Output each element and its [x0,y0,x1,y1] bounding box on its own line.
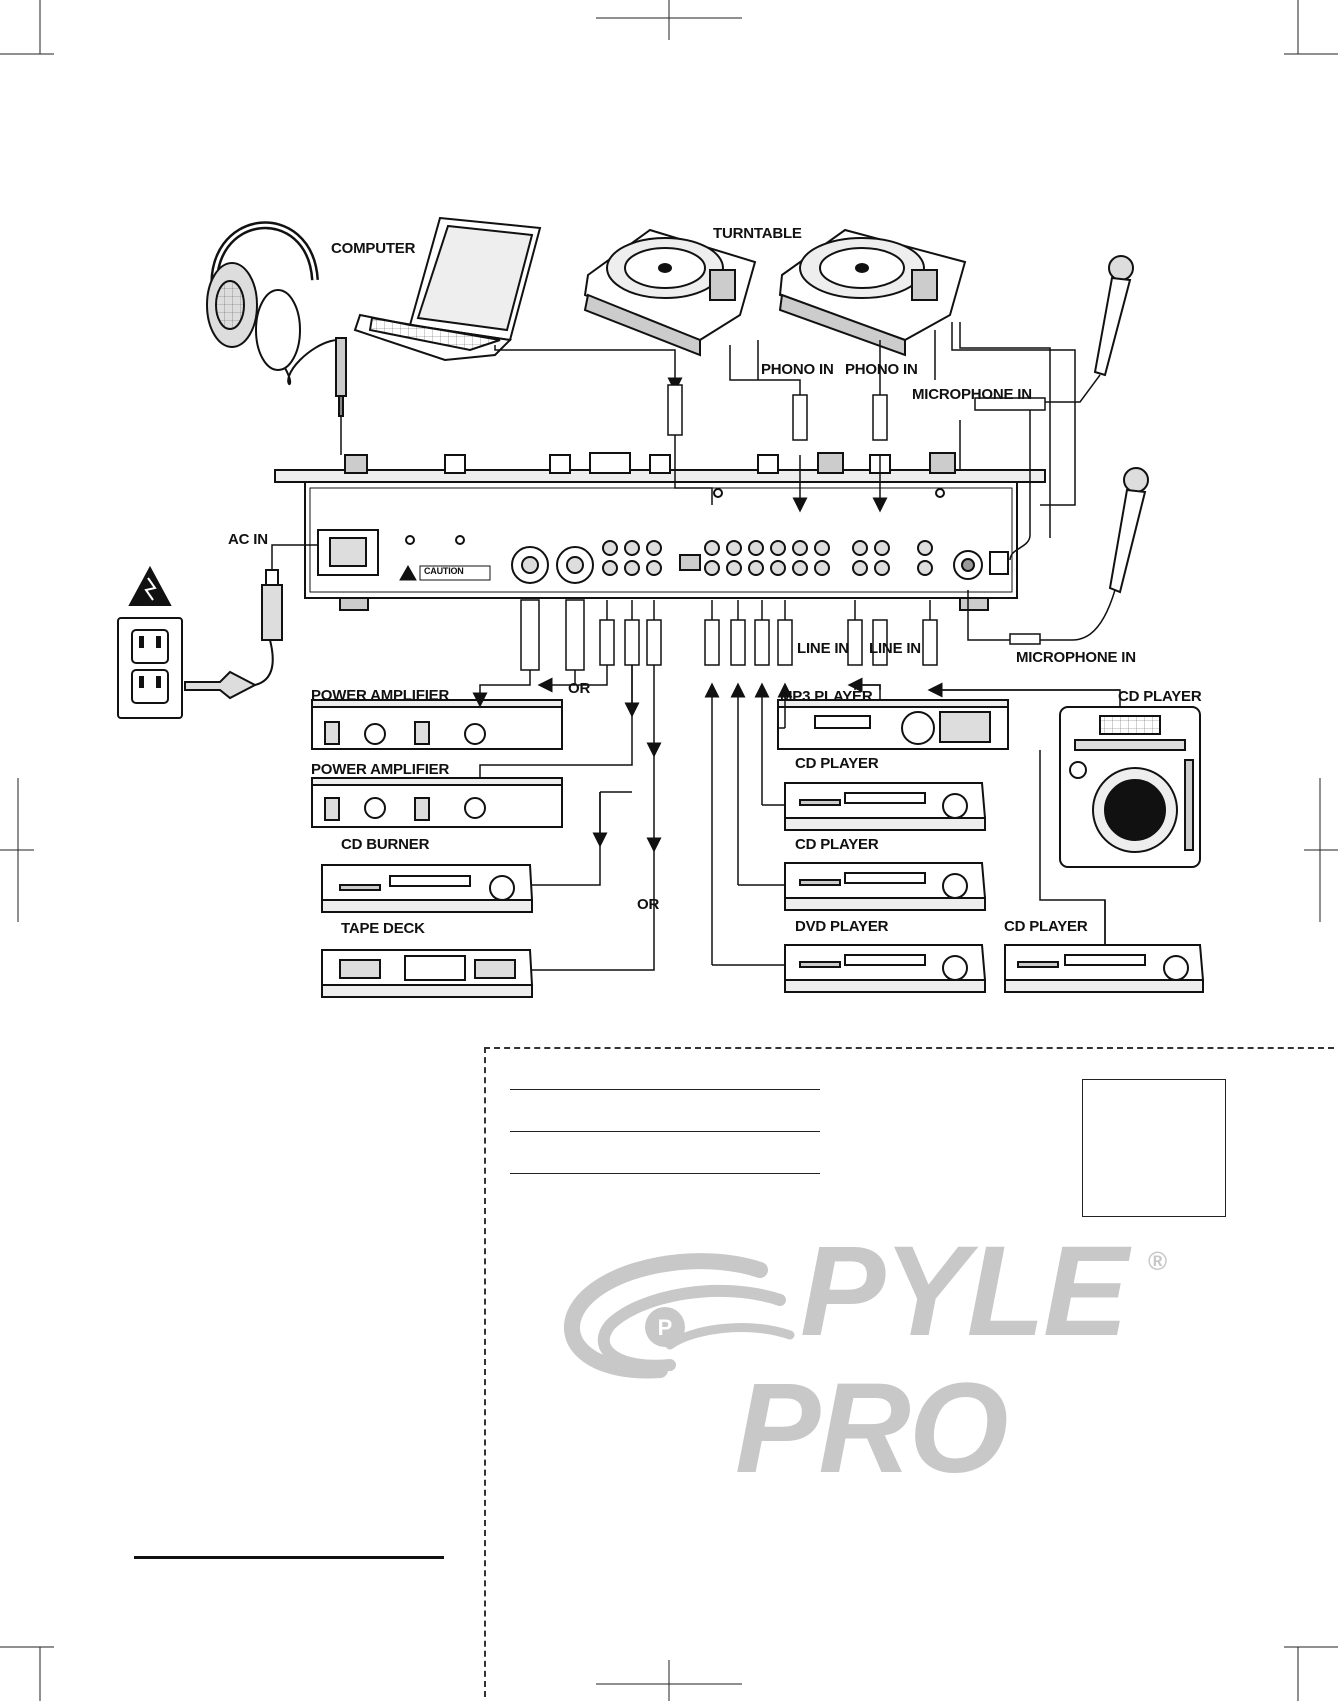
label-cd-player-2: CD PLAYER [795,836,879,853]
label-microphone-in-top: MICROPHONE IN [912,386,1032,403]
label-phono-in-2: PHONO IN [845,361,918,378]
label-phono-in-1: PHONO IN [761,361,834,378]
rca-plugs [599,384,938,666]
label-computer: COMPUTER [331,240,416,257]
label-cd-player-bottom: CD PLAYER [1004,918,1088,935]
laptop-icon [353,216,542,362]
pyle-logo-swoosh-icon: P [563,1253,795,1379]
amplifier-icon [311,699,563,750]
label-line-in-2: LINE IN [869,640,921,657]
mp3-player-icon [777,699,1009,750]
dj-cd-player-icon [1059,706,1201,868]
address-line [510,1089,820,1090]
label-power-amplifier-1: POWER AMPLIFIER [311,687,450,704]
microphone-icon [1093,255,1134,377]
label-line-in-1: LINE IN [797,640,849,657]
dashed-cut-area [484,1047,1334,1697]
logo-mark: P [658,1315,673,1340]
label-cd-player-right: CD PLAYER [1118,688,1202,705]
cd-player-icon [784,782,987,831]
power-outlet-icon [117,565,283,719]
cd-player-icon [321,864,534,913]
label-cd-burner: CD BURNER [341,836,430,853]
logo-pyle: PYLE [800,1220,1128,1363]
logo-pro: PRO [735,1357,1008,1500]
address-line [510,1173,820,1174]
stamp-box [1082,1079,1226,1217]
label-ac-in: AC IN [228,531,268,548]
label-or-amp: OR [568,680,591,697]
mixer-panel [274,452,1046,611]
label-dvd-player: DVD PLAYER [795,918,889,935]
tape-deck-icon [321,949,534,998]
cables [271,322,1121,971]
cd-player-icon [1004,944,1205,993]
label-or-record: OR [637,896,660,913]
label-cd-player-1: CD PLAYER [795,755,879,772]
microphone-icon [1108,467,1149,594]
caution-label: CAUTION [424,566,464,576]
amplifier-icon [311,777,563,828]
turntable-icon [778,228,967,357]
logo-registered: ® [1148,1246,1168,1276]
headphones-icon [206,221,347,417]
label-tape-deck: TAPE DECK [341,920,425,937]
signature-line [134,1556,444,1559]
label-turntable: TURNTABLE [713,225,802,242]
cd-player-icon [784,862,987,911]
address-line [510,1131,820,1132]
label-microphone-in-bottom: MICROPHONE IN [1016,649,1136,666]
label-mp3-player: MP3 PLAYER [780,688,873,705]
dvd-player-icon [784,944,987,993]
turntable-icon [583,228,757,357]
label-power-amplifier-2: POWER AMPLIFIER [311,761,450,778]
